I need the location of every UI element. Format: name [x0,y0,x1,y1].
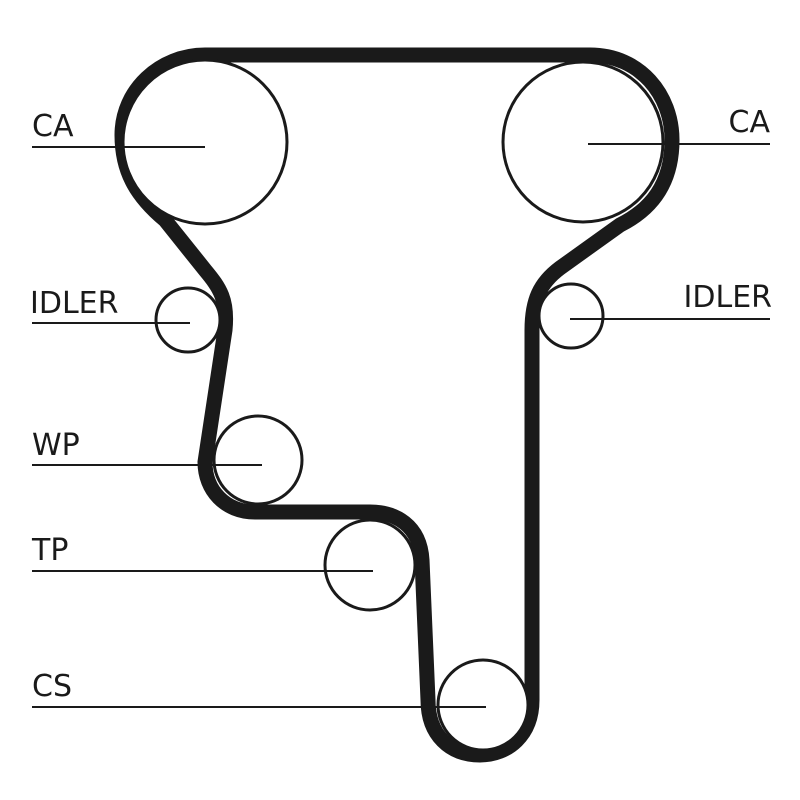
idler-pulley-right [537,282,605,350]
cam-pulley-right [501,60,665,224]
cam-pulley-left [121,58,289,226]
label-idler-left: IDLER [30,286,118,321]
label-tensioner: TP [31,533,68,568]
label-crankshaft: CS [32,669,72,704]
label-cam-right: CA [729,105,771,140]
label-cam-left: CA [32,109,74,144]
label-idler-right: IDLER [684,280,772,315]
water-pump-pulley [212,414,304,506]
idler-pulley-left [154,286,222,354]
crankshaft-pulley [436,658,530,752]
label-water-pump: WP [32,428,80,463]
tensioner-pulley [323,518,417,612]
